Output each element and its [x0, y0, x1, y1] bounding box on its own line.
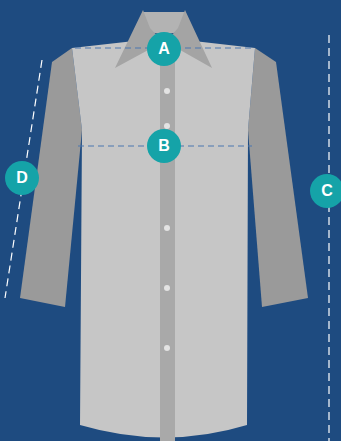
callout-circle: A	[147, 32, 181, 66]
callout-letter: B	[158, 137, 170, 155]
right-sleeve	[248, 48, 308, 307]
placket	[160, 60, 175, 441]
callout-letter: A	[158, 40, 170, 58]
callout-circle: C	[310, 174, 341, 208]
length-lines	[5, 35, 329, 441]
callout-letter: D	[16, 169, 28, 187]
callout-circle: D	[5, 161, 39, 195]
buttons	[164, 88, 170, 351]
callout-circle: B	[147, 129, 181, 163]
callout-letter: C	[321, 182, 333, 200]
